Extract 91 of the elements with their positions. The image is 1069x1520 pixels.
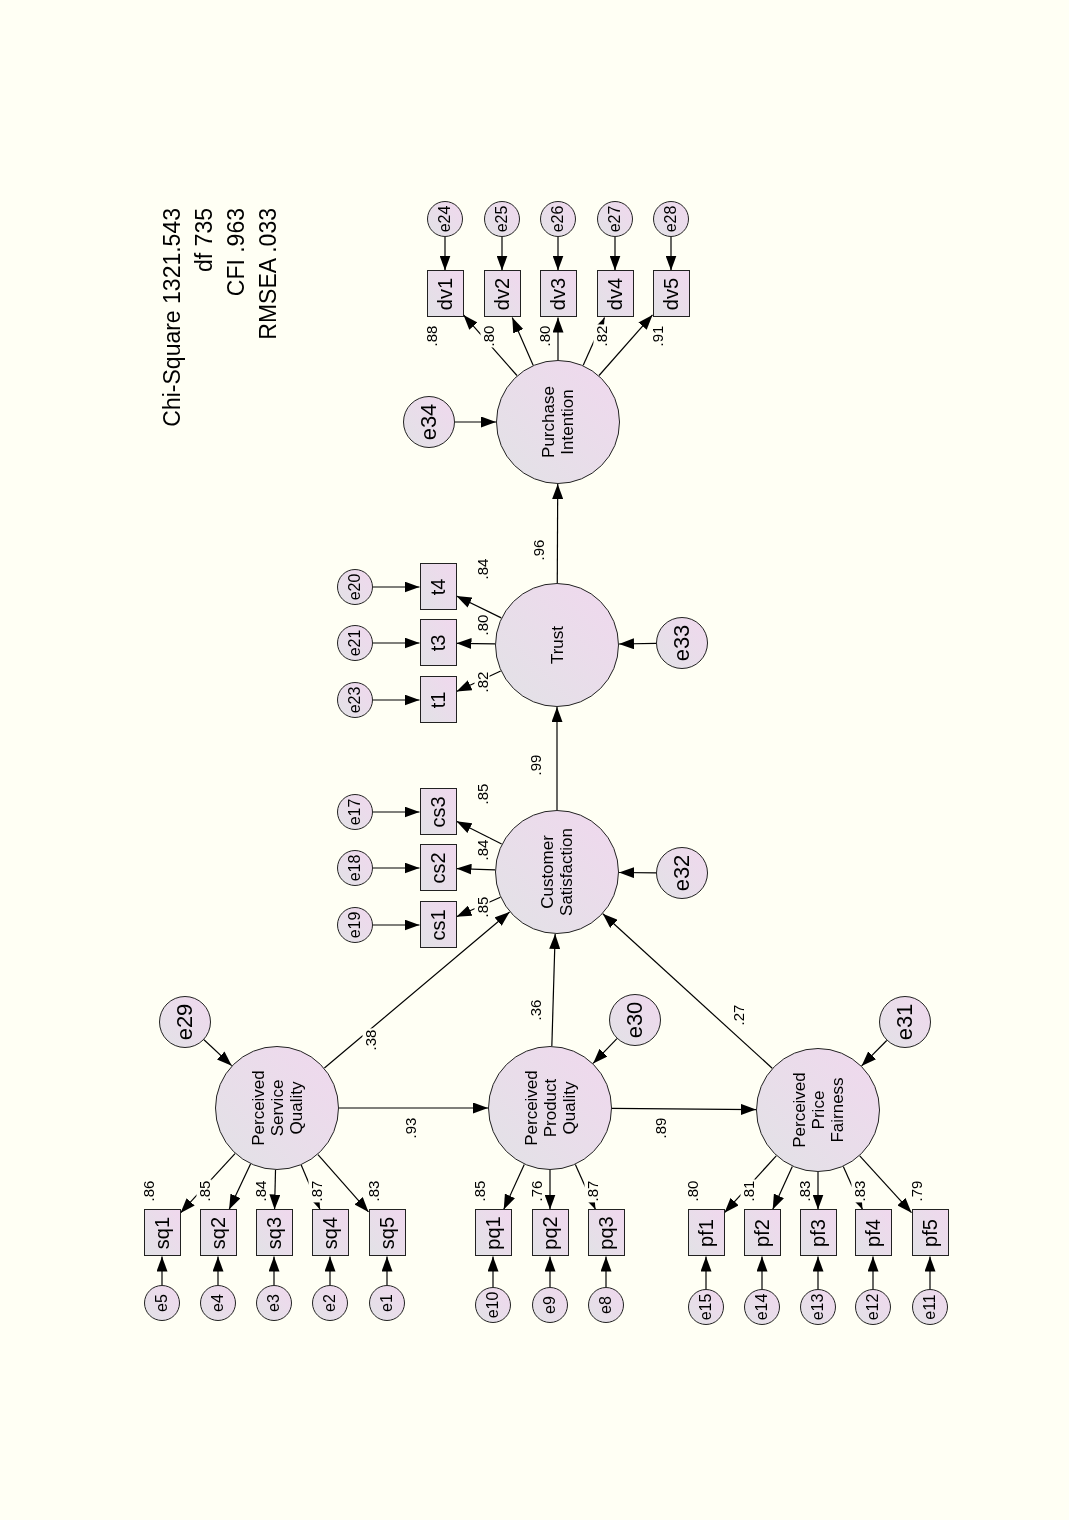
edge-label: .38: [362, 1028, 378, 1052]
arrow: [618, 638, 657, 650]
arrow: [324, 1255, 336, 1286]
observed-variable-box: sq3: [255, 1209, 293, 1257]
observed-variable-box: sq5: [368, 1209, 406, 1257]
arrow: [203, 1039, 233, 1067]
observed-variable-box: t3: [419, 619, 457, 667]
arrow: [323, 911, 511, 1069]
observed-variable-box: t1: [419, 676, 457, 724]
arrow: [618, 867, 657, 879]
arrow: [812, 1255, 824, 1290]
arrow: [439, 236, 451, 272]
arrow: [455, 595, 502, 619]
observed-variable-box: dv1: [426, 270, 464, 318]
arrow: [372, 581, 421, 593]
arrow: [609, 236, 621, 272]
observed-variable-box: dv5: [652, 270, 690, 318]
arrow: [503, 1163, 525, 1211]
arrow: [600, 1255, 612, 1288]
edge-label: .80: [480, 324, 496, 348]
edge-label: .81: [740, 1179, 756, 1203]
arrow: [317, 1153, 370, 1213]
edge-label: .85: [196, 1179, 212, 1203]
arrow: [156, 1255, 168, 1286]
observed-variable-box: sq1: [143, 1209, 181, 1257]
arrow: [552, 483, 564, 584]
arrow: [454, 416, 497, 428]
arrow: [372, 637, 421, 649]
arrow: [455, 863, 496, 875]
arrow: [228, 1163, 252, 1211]
observed-variable-box: cs3: [419, 788, 457, 836]
observed-variable-box: pq3: [587, 1209, 625, 1257]
arrow: [772, 1165, 793, 1211]
observed-variable-box: t4: [419, 563, 457, 611]
edge-label: .87: [308, 1179, 324, 1203]
arrow: [859, 1155, 913, 1214]
arrow: [455, 820, 503, 845]
arrow: [756, 1255, 768, 1290]
arrow: [496, 236, 508, 272]
observed-variable-box: pq2: [531, 1209, 569, 1257]
arrow: [372, 806, 421, 818]
arrow: [592, 1038, 618, 1064]
arrow: [552, 316, 564, 361]
arrow: [511, 316, 534, 366]
arrow: [602, 913, 773, 1069]
arrow: [338, 1102, 489, 1114]
edge-label: .83: [851, 1179, 867, 1203]
arrow: [700, 1255, 712, 1290]
arrow: [544, 1169, 556, 1211]
observed-variable-box: pf4: [854, 1209, 892, 1257]
edge-label: .82: [593, 324, 609, 348]
arrow: [544, 1255, 556, 1288]
observed-variable-box: sq2: [199, 1209, 237, 1257]
arrow: [212, 1255, 224, 1286]
arrow: [269, 1169, 281, 1211]
fit-statistic: Chi-Square 1321.543: [158, 208, 186, 427]
observed-variable-box: dv3: [539, 270, 577, 318]
arrow: [372, 919, 421, 931]
arrow: [598, 314, 654, 377]
observed-variable-box: dv2: [483, 270, 521, 318]
observed-variable-box: pf2: [743, 1209, 781, 1257]
arrow: [268, 1255, 280, 1286]
arrow: [462, 314, 518, 377]
observed-variable-box: cs2: [419, 844, 457, 892]
edge-label: .85: [474, 895, 490, 919]
arrow: [611, 1103, 757, 1115]
observed-variable-box: cs1: [419, 901, 457, 949]
arrow: [455, 638, 496, 650]
observed-variable-box: pf1: [687, 1209, 725, 1257]
observed-variable-box: pf5: [911, 1209, 949, 1257]
arrow: [665, 236, 677, 272]
edge-label: .87: [584, 1179, 600, 1203]
arrow: [372, 694, 421, 706]
arrow: [372, 862, 421, 874]
arrow: [487, 1255, 499, 1288]
arrow: [812, 1171, 824, 1211]
edge-label: .82: [474, 670, 490, 694]
observed-variable-box: sq4: [311, 1209, 349, 1257]
arrow: [861, 1039, 888, 1067]
arrow: [551, 706, 563, 811]
fit-statistic: CFI .963: [222, 208, 250, 297]
arrow: [924, 1255, 936, 1290]
observed-variable-box: dv4: [596, 270, 634, 318]
arrow: [552, 236, 564, 272]
fit-statistic: RMSEA .033: [254, 208, 282, 340]
observed-variable-box: pf3: [799, 1209, 837, 1257]
arrow: [381, 1255, 393, 1286]
arrow: [867, 1255, 879, 1290]
fit-statistic: df 735: [190, 208, 218, 272]
arrow: [549, 933, 561, 1047]
observed-variable-box: pq1: [474, 1209, 512, 1257]
